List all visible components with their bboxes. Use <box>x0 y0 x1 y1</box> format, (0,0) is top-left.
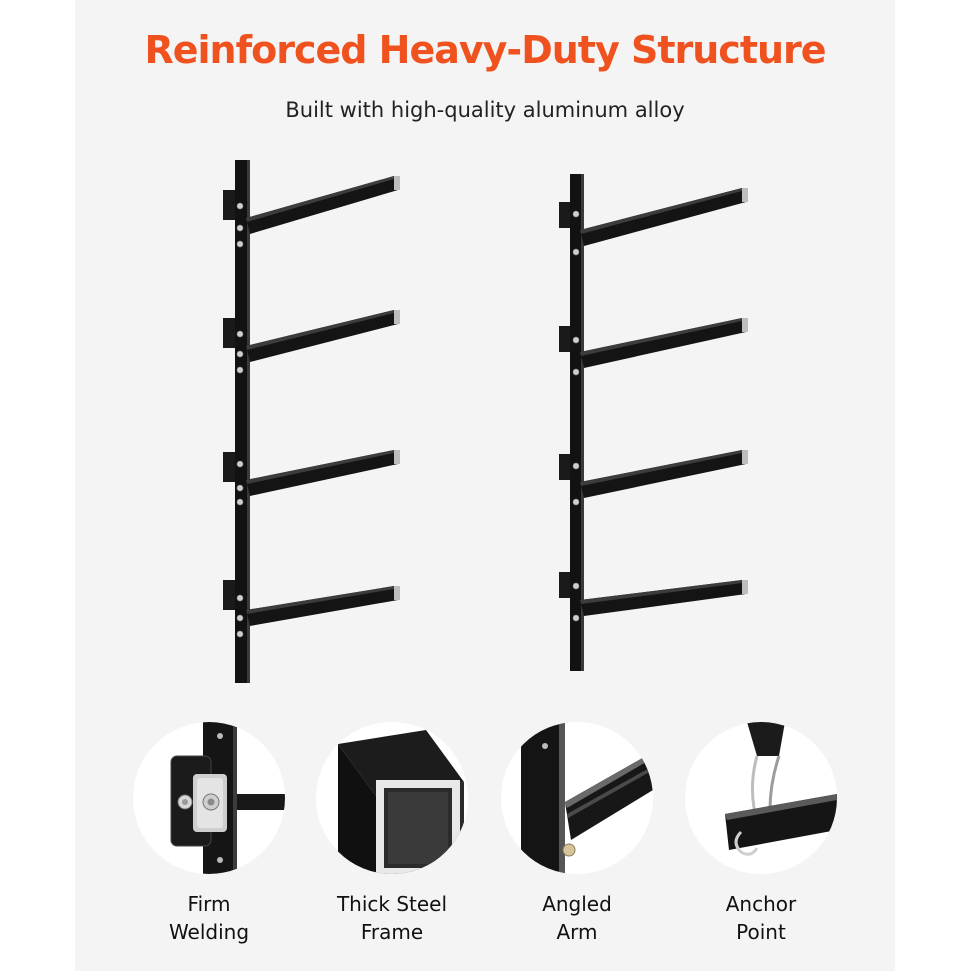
feature-anchor-point-label: Anchor Point <box>686 890 836 946</box>
rack-illustrations <box>223 160 748 683</box>
feature-anchor-point-line1: Anchor <box>725 892 797 916</box>
page-title: Reinforced Heavy-Duty Structure <box>144 28 826 72</box>
feature-welding-line2: Welding <box>168 920 250 944</box>
feature-welding-line1: Firm <box>187 892 231 916</box>
page-subtitle: Built with high-quality aluminum alloy <box>285 98 685 122</box>
feature-welding-label: Firm Welding <box>134 890 284 946</box>
feature-angled-arm-line1: Angled <box>542 892 612 916</box>
feature-anchor-point-line2: Point <box>736 920 786 944</box>
wall-rack-right <box>559 174 748 671</box>
wall-rack-left <box>223 160 400 683</box>
angled-arm-icon <box>521 722 653 874</box>
feature-steel-frame-line2: Frame <box>360 920 424 944</box>
square-tube-icon <box>338 730 464 874</box>
feature-welding-image <box>133 722 285 874</box>
welded-bracket-icon <box>170 722 285 874</box>
feature-steel-frame-label: Thick Steel Frame <box>317 890 467 946</box>
feature-angled-arm-line2: Arm <box>556 920 598 944</box>
strap-anchor-icon <box>725 722 837 856</box>
feature-angled-arm-label: Angled Arm <box>502 890 652 946</box>
feature-steel-frame-image <box>316 722 468 874</box>
feature-steel-frame-line1: Thick Steel <box>336 892 448 916</box>
feature-anchor-point-image <box>685 722 837 874</box>
feature-angled-arm-image <box>501 722 653 874</box>
